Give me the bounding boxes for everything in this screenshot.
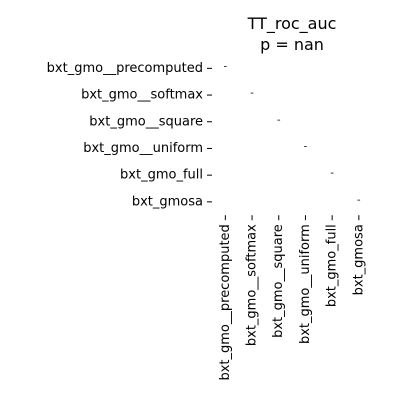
y-tick-label: bxt_gmo_full	[120, 168, 203, 183]
chart-subtitle: p = nan	[260, 35, 324, 54]
y-tick-label: bxt_gmo__uniform	[83, 141, 203, 156]
x-tick-label: bxt_gmosa	[351, 224, 366, 295]
cell-annotation: -	[357, 195, 361, 206]
x-tick-label: bxt_gmo__precomputed	[218, 224, 233, 380]
cell-annotation: -	[224, 61, 228, 72]
x-tick-label: bxt_gmo_full	[325, 224, 340, 307]
chart-title: TT_roc_auc	[247, 14, 337, 34]
x-tick-label: bxt_gmo__softmax	[245, 224, 260, 346]
cell-annotation: -	[250, 88, 254, 99]
cell-annotation: -	[277, 115, 281, 126]
y-tick-label: bxt_gmosa	[132, 194, 203, 209]
x-tick-label: bxt_gmo__square	[271, 224, 286, 338]
y-tick-label: bxt_gmo__square	[89, 114, 203, 129]
x-tick-label: bxt_gmo__uniform	[298, 224, 313, 344]
cell-annotation: -	[304, 141, 308, 152]
y-tick-label: bxt_gmo__softmax	[81, 88, 203, 103]
heatmap-plot-area: bxt_gmo__precomputed bxt_gmo__softmax bxt_…	[47, 61, 367, 381]
y-tick-label: bxt_gmo__precomputed	[47, 61, 203, 76]
cell-annotation: -	[330, 168, 334, 179]
